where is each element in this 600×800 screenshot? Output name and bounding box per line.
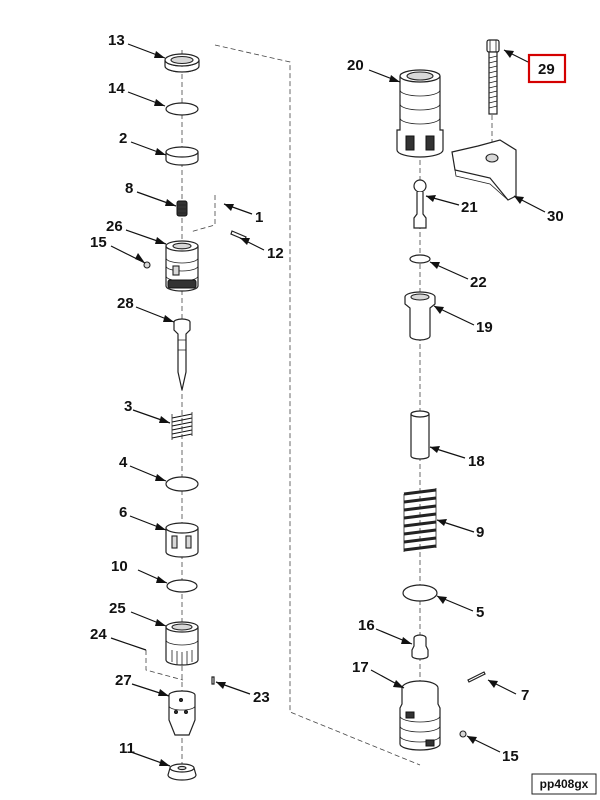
highlight-box-29 bbox=[527, 53, 567, 84]
callout-12: 12 bbox=[267, 245, 284, 262]
callout-8: 8 bbox=[125, 180, 133, 197]
part-11-cap bbox=[167, 763, 197, 781]
part-22-retaining-ring bbox=[409, 254, 431, 264]
callout-26: 26 bbox=[106, 218, 123, 235]
callout-20: 20 bbox=[347, 57, 364, 74]
part-3-spring bbox=[171, 412, 193, 440]
callout-21: 21 bbox=[461, 199, 478, 216]
part-6-cage bbox=[165, 522, 199, 558]
part-10-o-ring bbox=[166, 579, 198, 593]
part-8-set-screw bbox=[176, 200, 188, 217]
callout-30: 30 bbox=[547, 208, 564, 225]
callout-11: 11 bbox=[119, 740, 135, 757]
callout-17: 17 bbox=[352, 659, 369, 676]
callout-28: 28 bbox=[117, 295, 134, 312]
callout-29: 29 bbox=[538, 61, 555, 78]
part-4-o-ring bbox=[165, 476, 199, 492]
part-18-pin bbox=[410, 410, 430, 460]
callout-19: 19 bbox=[476, 319, 493, 336]
part-16-check-valve bbox=[411, 634, 429, 660]
callout-3: 3 bbox=[124, 398, 132, 415]
callout-15-left: 15 bbox=[90, 234, 107, 251]
part-17-base-body bbox=[399, 680, 441, 751]
callout-2: 2 bbox=[119, 130, 127, 147]
callout-labels: 13 14 2 8 1 26 12 15 28 3 4 6 10 25 24 2… bbox=[90, 32, 564, 765]
callout-1: 1 bbox=[255, 209, 263, 226]
part-13-retaining-nut bbox=[164, 53, 200, 73]
callout-27: 27 bbox=[115, 672, 132, 689]
callout-25: 25 bbox=[109, 600, 126, 617]
part-25-seat-housing bbox=[165, 621, 199, 666]
callout-14: 14 bbox=[108, 80, 125, 97]
callout-7: 7 bbox=[521, 687, 529, 704]
part-21-plunger bbox=[413, 179, 427, 229]
part-19-piston-guide bbox=[404, 291, 436, 341]
callout-4: 4 bbox=[119, 454, 128, 471]
part-23-pin bbox=[211, 676, 215, 685]
callout-16: 16 bbox=[358, 617, 375, 634]
part-9-spring bbox=[403, 488, 437, 552]
callout-9: 9 bbox=[476, 524, 484, 541]
callout-6: 6 bbox=[119, 504, 127, 521]
callout-13: 13 bbox=[108, 32, 125, 49]
leader-arrowheads bbox=[135, 50, 524, 766]
callout-18: 18 bbox=[468, 453, 485, 470]
part-28-needle bbox=[173, 318, 191, 391]
callout-10: 10 bbox=[111, 558, 128, 575]
part-30-lever bbox=[451, 139, 517, 201]
callout-5: 5 bbox=[476, 604, 484, 621]
part-2-sleeve bbox=[165, 146, 199, 166]
callout-24: 24 bbox=[90, 626, 107, 643]
callout-23: 23 bbox=[253, 689, 270, 706]
part-20-coupling-body bbox=[396, 69, 444, 158]
callout-22: 22 bbox=[470, 274, 487, 291]
part-26-body bbox=[165, 240, 199, 292]
part-27-nozzle-tip bbox=[168, 690, 196, 736]
part-7-pin bbox=[467, 671, 486, 683]
figure-id: pp408gx bbox=[540, 777, 589, 791]
figure-id-box: pp408gx bbox=[531, 773, 597, 795]
part-5-o-ring bbox=[402, 584, 438, 602]
part-15-ball-right bbox=[459, 730, 467, 738]
part-15-ball-left bbox=[143, 261, 151, 269]
part-29-bolt bbox=[486, 39, 500, 115]
part-14-o-ring bbox=[165, 102, 199, 116]
callout-15-right: 15 bbox=[502, 748, 519, 765]
